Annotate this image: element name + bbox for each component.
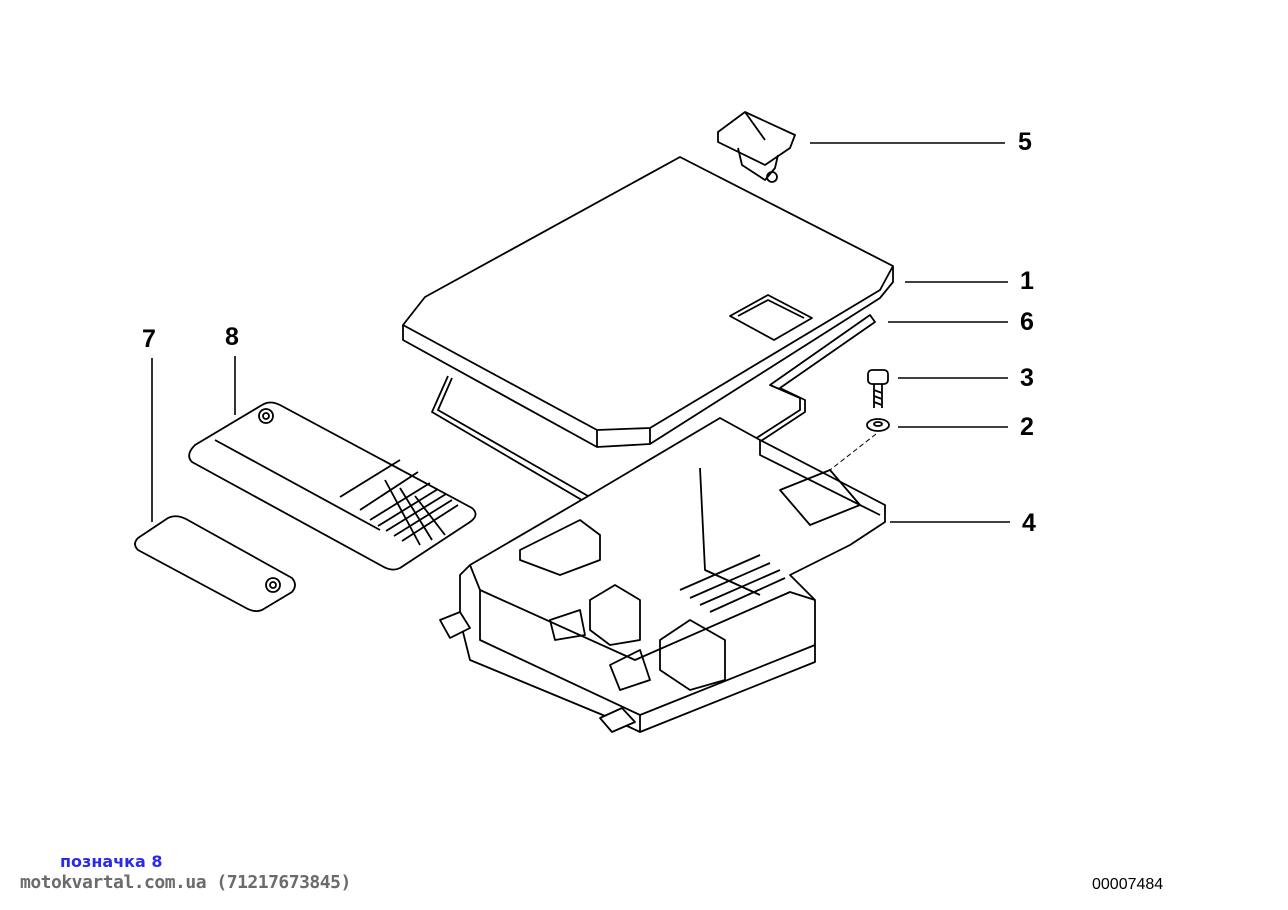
diagram-id: 00007484 bbox=[1092, 876, 1164, 893]
callout-4: 4 bbox=[1022, 509, 1036, 537]
part-1-lid bbox=[402, 156, 894, 448]
callout-6: 6 bbox=[1020, 308, 1034, 336]
callout-5: 5 bbox=[1018, 128, 1032, 156]
caption-label: позначка 8 bbox=[60, 852, 163, 871]
part-7-label bbox=[134, 515, 296, 613]
callout-1: 1 bbox=[1020, 267, 1034, 295]
part-2-washer bbox=[829, 418, 890, 471]
leader-lines bbox=[151, 142, 1010, 523]
site-watermark: motokvartal.com.ua (71217673845) bbox=[20, 872, 351, 893]
callout-2: 2 bbox=[1020, 413, 1034, 441]
callout-8: 8 bbox=[225, 323, 239, 351]
part-3-bolt bbox=[867, 369, 889, 408]
part-8-label bbox=[188, 401, 477, 571]
part-4-box bbox=[439, 417, 886, 733]
part-5-clip bbox=[717, 111, 796, 183]
callout-7: 7 bbox=[142, 325, 156, 353]
callout-3: 3 bbox=[1020, 364, 1034, 392]
